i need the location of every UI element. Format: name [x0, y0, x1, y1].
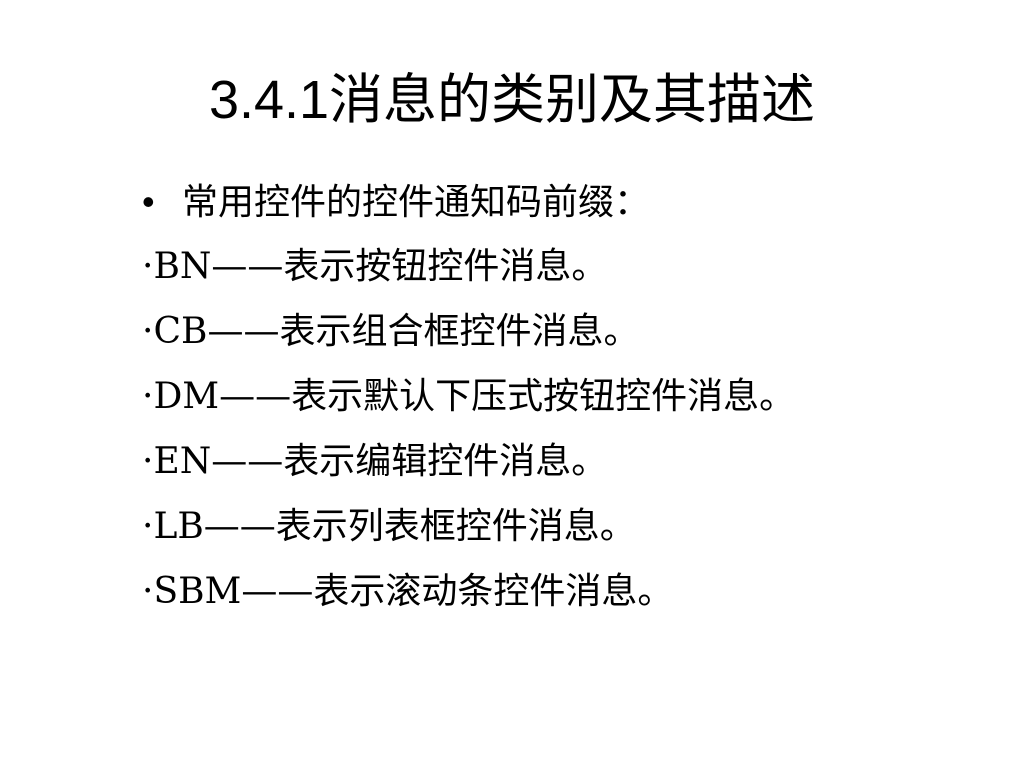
intro-text: 常用控件的控件通知码前缀： — [182, 182, 651, 223]
slide-title: 3.4.1消息的类别及其描述 — [208, 70, 816, 130]
bullet-icon: • — [142, 181, 155, 222]
content-list: • 常用控件的控件通知码前缀： ·BN——表示按钮控件消息。 ·CB——表示组合框… — [142, 180, 1002, 635]
list-item: ·LB——表示列表框控件消息。 — [142, 506, 636, 547]
list-item: ·SBM——表示滚动条控件消息。 — [142, 571, 674, 612]
list-item: ·EN——表示编辑控件消息。 — [142, 441, 608, 482]
list-item: ·CB——表示组合框控件消息。 — [142, 311, 640, 352]
list-item: ·BN——表示按钮控件消息。 — [142, 246, 608, 287]
list-item: ·DM——表示默认下压式按钮控件消息。 — [142, 376, 796, 417]
intro-line: • 常用控件的控件通知码前缀： — [142, 180, 1002, 245]
